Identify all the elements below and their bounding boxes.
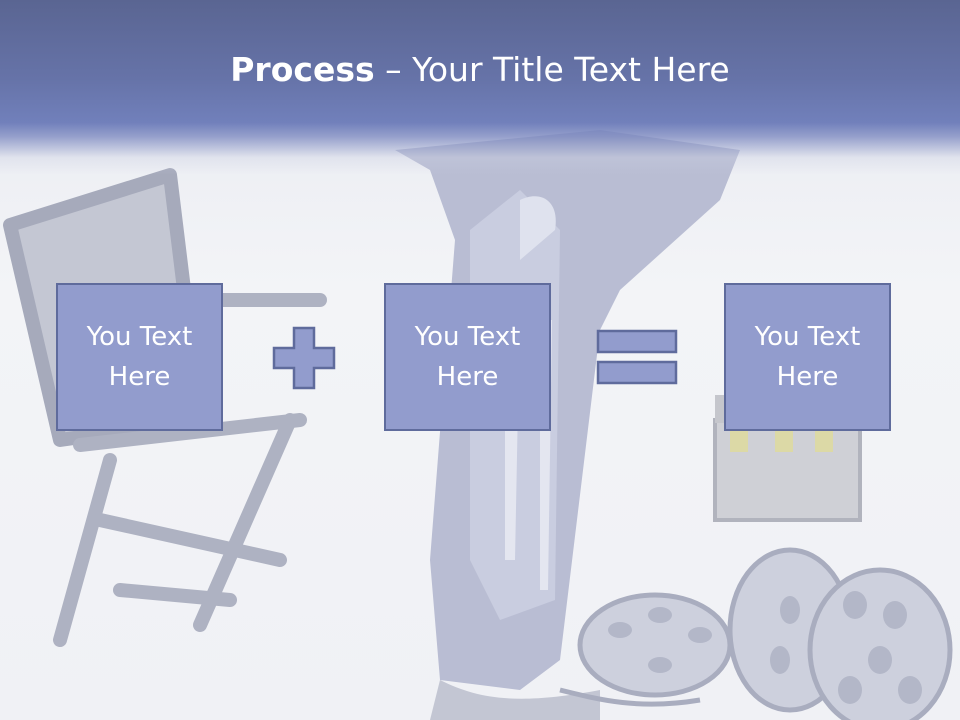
- plus-icon: [272, 326, 336, 390]
- process-box-2-text: You Text Here: [414, 322, 521, 392]
- equals-icon: [596, 329, 678, 385]
- process-box-1-text: You Text Here: [86, 322, 193, 392]
- slide-title: Process – Your Title Text Here: [0, 50, 960, 89]
- process-box-1[interactable]: You Text Here: [56, 283, 223, 431]
- title-bold: Process: [230, 50, 375, 89]
- title-rest: – Your Title Text Here: [374, 50, 730, 89]
- process-box-3-text: You Text Here: [754, 322, 861, 392]
- process-box-3[interactable]: You Text Here: [724, 283, 891, 431]
- title-band: [0, 0, 960, 175]
- film-reels-icon: [559, 547, 953, 720]
- process-box-2[interactable]: You Text Here: [384, 283, 551, 431]
